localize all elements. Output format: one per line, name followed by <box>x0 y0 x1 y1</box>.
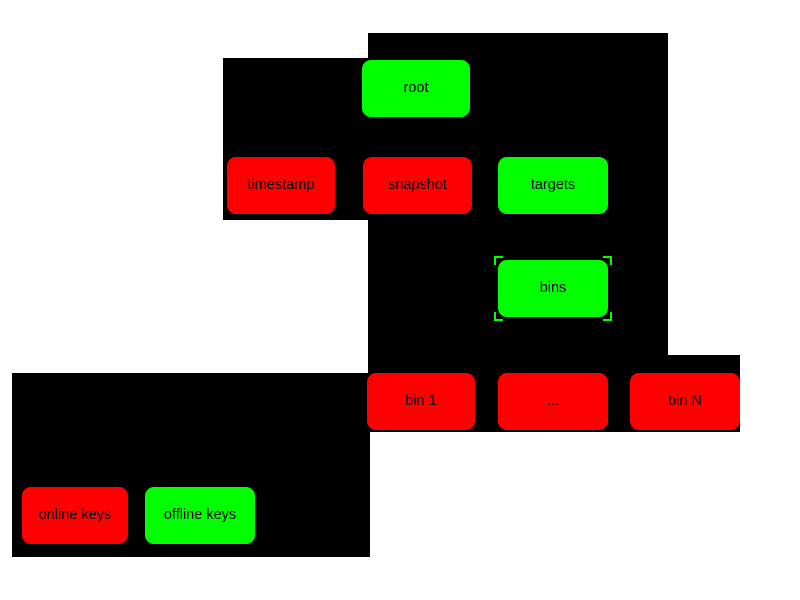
node-label: snapshot <box>388 177 447 194</box>
node-root[interactable]: root <box>362 60 470 117</box>
node-label: root <box>403 80 429 97</box>
node-label: targets <box>530 177 576 194</box>
node-targets[interactable]: targets <box>498 157 608 214</box>
node-label: bins <box>539 280 567 297</box>
node-bin-1[interactable]: bin 1 <box>367 373 475 430</box>
node-snapshot[interactable]: snapshot <box>363 157 472 214</box>
node-label: bin N <box>668 393 702 410</box>
node-label: online keys <box>38 507 112 524</box>
node-offline-keys[interactable]: offline keys <box>145 487 255 544</box>
node-label: offline keys <box>163 507 237 524</box>
node-bin-ellipsis[interactable]: ... <box>498 373 608 430</box>
node-timestamp[interactable]: timestamp <box>227 157 335 214</box>
node-bin-n[interactable]: bin N <box>630 373 740 430</box>
node-bins[interactable]: bins <box>494 256 612 321</box>
node-label: timestamp <box>247 177 315 194</box>
node-label: ... <box>546 393 560 410</box>
node-online-keys[interactable]: online keys <box>22 487 128 544</box>
node-label: bin 1 <box>405 393 437 410</box>
